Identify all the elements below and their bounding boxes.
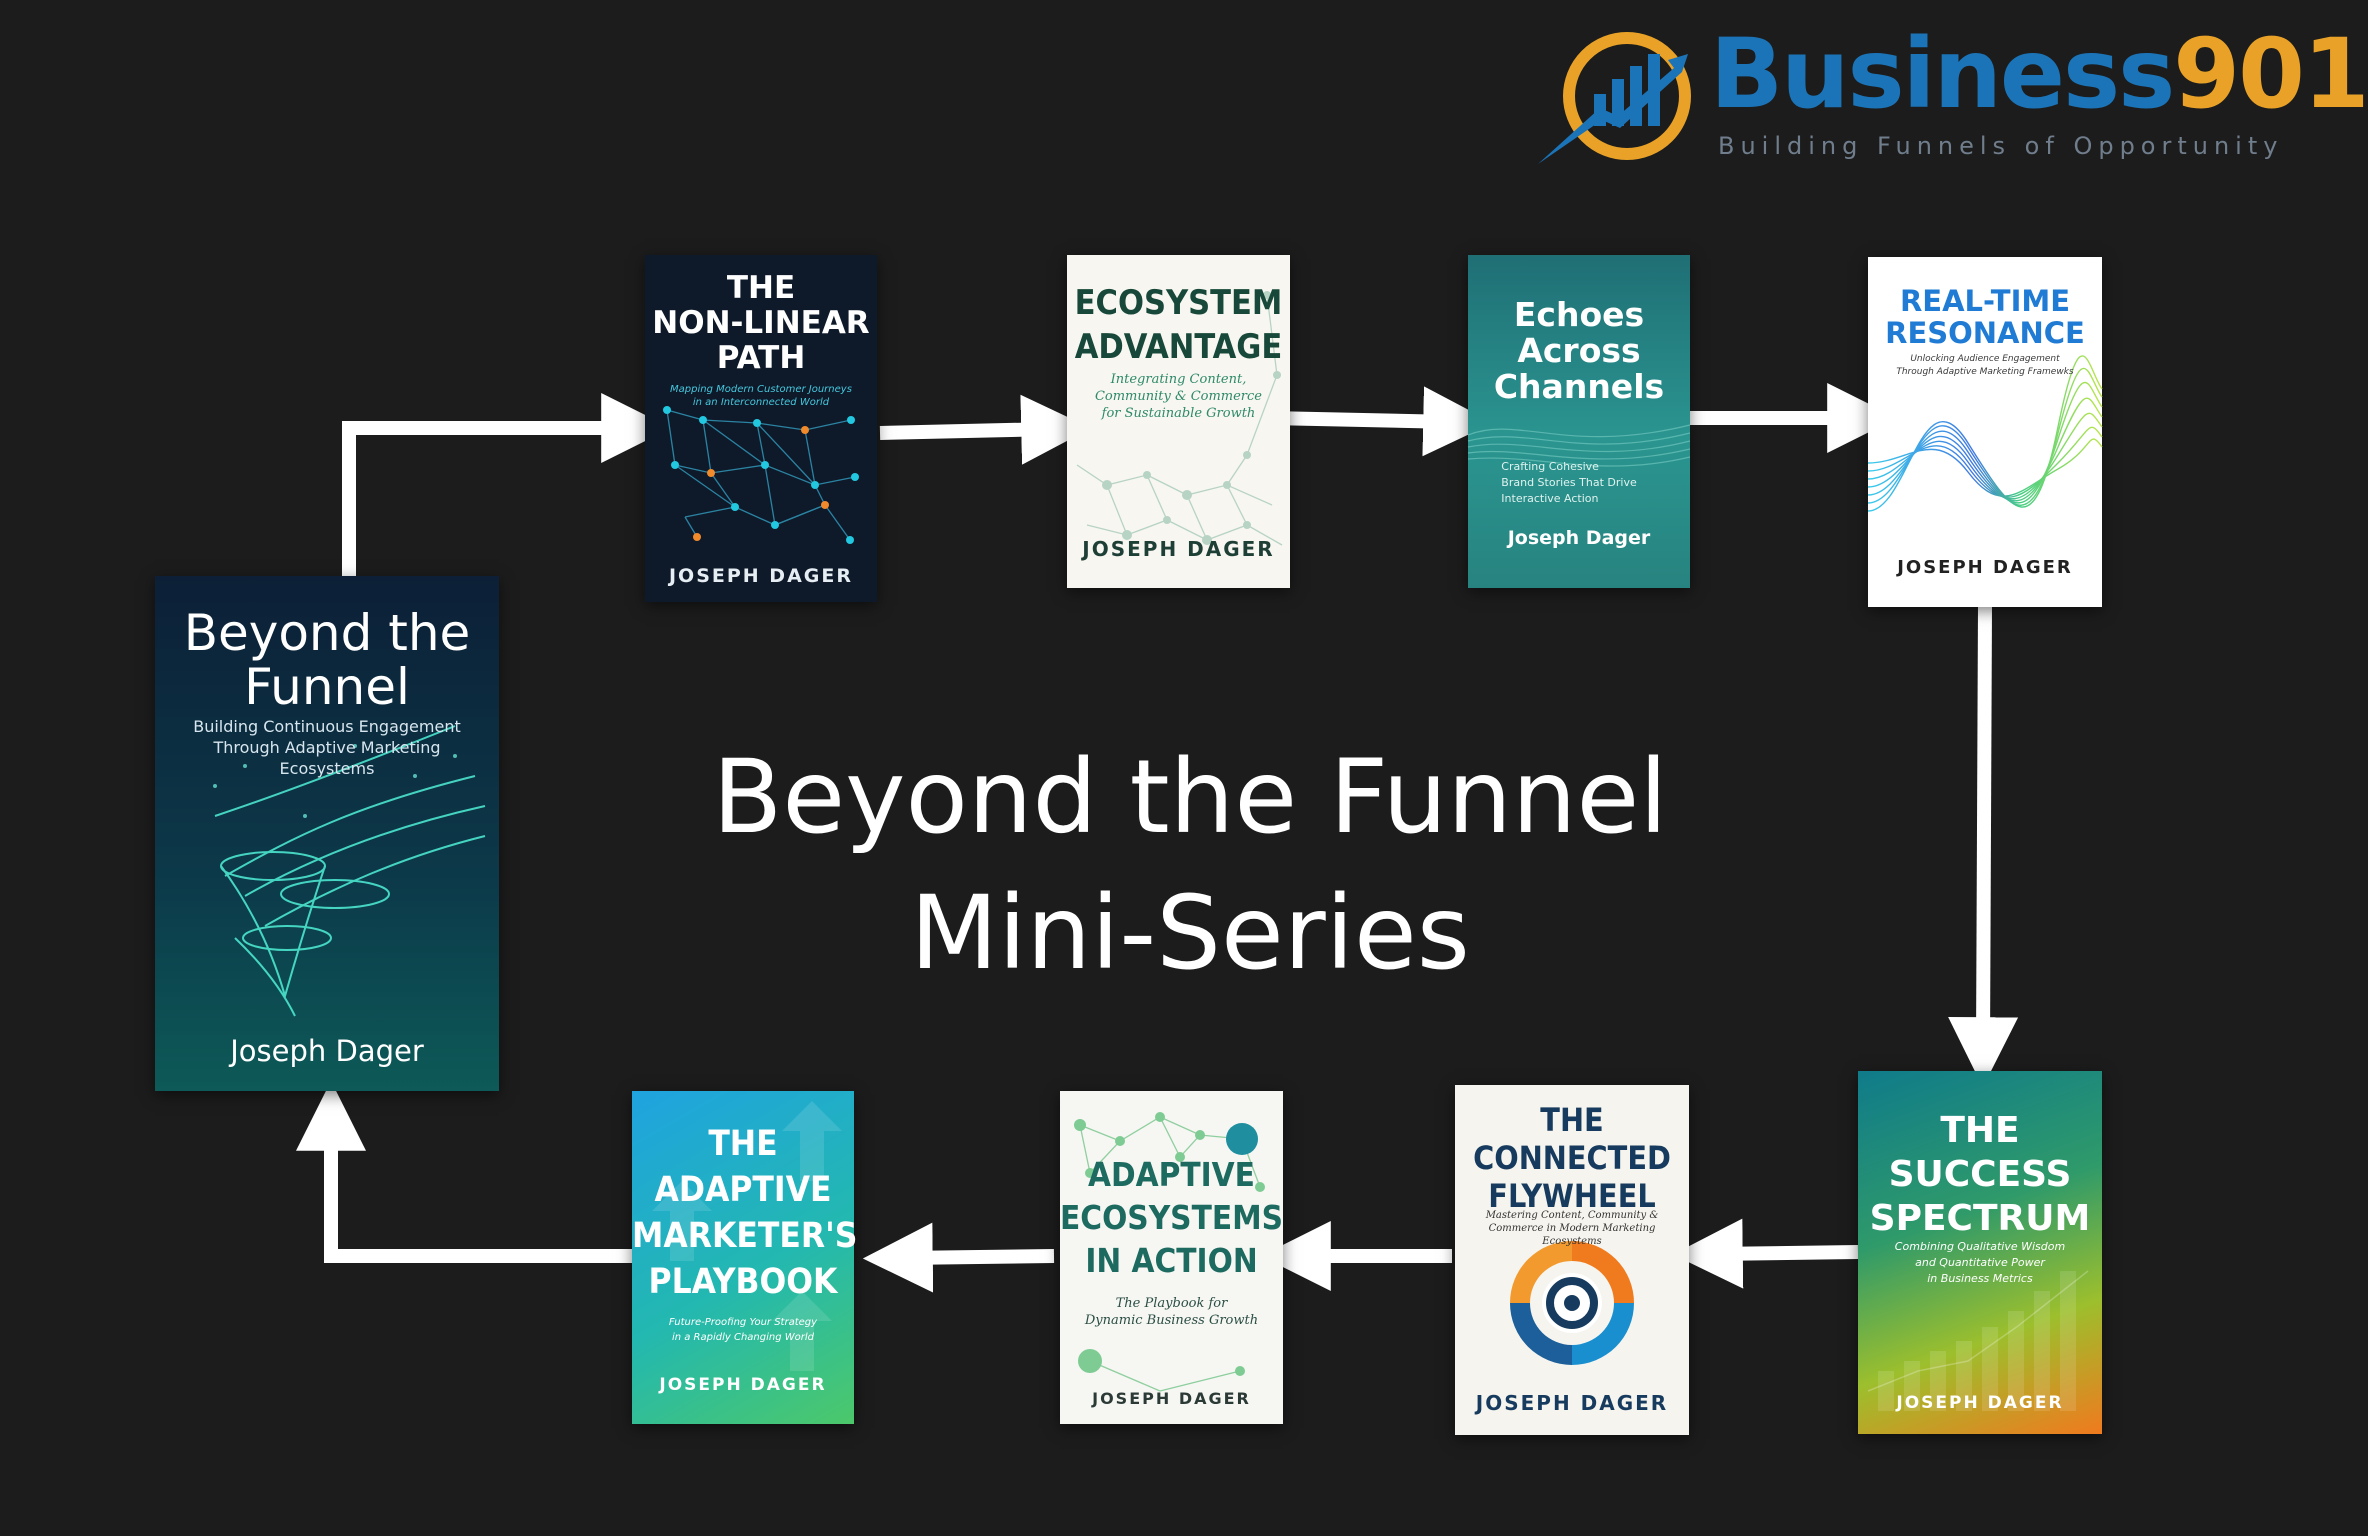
book-ecosystem-advantage[interactable]: ECOSYSTEM ADVANTAGE Integrating Content,… <box>1067 255 1290 588</box>
book-author: JOSEPH DAGER <box>668 565 853 587</box>
book-author: JOSEPH DAGER <box>1897 557 2073 578</box>
network-graph-icon <box>1074 1112 1265 1392</box>
flywheel-target-icon <box>1510 1241 1634 1365</box>
book-subtitle: Mapping Modern Customer Journeys in an I… <box>670 384 852 408</box>
book-the-connected-flywheel[interactable]: THE CONNECTED FLYWHEEL Mastering Content… <box>1455 1085 1689 1435</box>
book-title: THE CONNECTED FLYWHEEL <box>1473 1101 1671 1215</box>
book-beyond-the-funnel[interactable]: Beyond the Funnel Building Continuous En… <box>155 576 499 1091</box>
arrow-6-to-7 <box>1672 1218 1859 1289</box>
book-title: ADAPTIVE ECOSYSTEMS IN ACTION <box>1060 1155 1284 1280</box>
book-author: Joseph Dager <box>230 1034 424 1068</box>
book-author: JOSEPH DAGER <box>659 1375 827 1395</box>
book-adaptive-ecosystems-in-action[interactable]: ADAPTIVE ECOSYSTEMS IN ACTION The Playbo… <box>1060 1091 1283 1424</box>
book-subtitle: The Playbook for Dynamic Business Growth <box>1084 1296 1259 1328</box>
network-graph-icon <box>1076 291 1283 546</box>
book-title: THE NON-LINEAR PATH <box>652 270 870 376</box>
book-the-non-linear-path[interactable]: THE NON-LINEAR PATH Mapping Modern Custo… <box>645 255 877 602</box>
arrow-2-to-3 <box>879 394 1092 465</box>
series-title-line-1: Beyond the Funnel <box>712 738 1668 857</box>
flow-arrows <box>296 383 2019 1293</box>
book-author: JOSEPH DAGER <box>1082 537 1275 561</box>
book-subtitle: Building Continuous Engagement Through A… <box>193 717 461 778</box>
brand-name: Business901 <box>1710 18 2368 130</box>
funnel-illustration-icon <box>213 725 486 1017</box>
business901-logo: Business901 Building Funnels of Opportun… <box>1532 24 2368 174</box>
series-title-line-2: Mini-Series <box>910 874 1470 993</box>
brand-tagline: Building Funnels of Opportunity <box>1718 132 2284 160</box>
book-echoes-across-channels[interactable]: Echoes Across Channels Crafting Cohesive… <box>1467 255 1691 588</box>
book-title: THE SUCCESS SPECTRUM <box>1869 1110 2091 1239</box>
book-subtitle: Mastering Content, Community & Commerce … <box>1485 1210 1659 1247</box>
book-subtitle: Crafting Cohesive Brand Stories That Dri… <box>1501 460 1637 505</box>
book-subtitle: Future-Proofing Your Strategy in a Rapid… <box>668 1317 818 1343</box>
series-diagram: Business901 Building Funnels of Opportun… <box>155 24 2368 1435</box>
book-author: JOSEPH DAGER <box>1475 1391 1669 1415</box>
wave-illustration-icon <box>1467 424 1691 467</box>
book-subtitle: Integrating Content, Community & Commerc… <box>1094 372 1262 421</box>
arrow-3-to-4 <box>1269 386 1494 457</box>
book-title: Beyond the Funnel <box>183 604 471 716</box>
waveform-illustration-icon <box>1867 355 2103 512</box>
book-subtitle: Unlocking Audience Engagement Through Ad… <box>1896 354 2074 377</box>
series-title: Beyond the Funnel Mini-Series <box>620 730 1760 1002</box>
book-title: THE ADAPTIVE MARKETER'S PLAYBOOK <box>632 1124 858 1302</box>
book-title: REAL-TIME RESONANCE <box>1885 284 2085 350</box>
arrows-background-icon <box>652 1101 842 1371</box>
book-the-adaptive-marketers-playbook[interactable]: THE ADAPTIVE MARKETER'S PLAYBOOK Future-… <box>632 1091 858 1424</box>
arrow-5-to-6 <box>1948 605 2019 1088</box>
book-title: Echoes Across Channels <box>1493 295 1665 406</box>
book-real-time-resonance[interactable]: REAL-TIME RESONANCE Unlocking Audience E… <box>1867 257 2103 607</box>
growth-chart-logo-icon <box>1538 32 1691 164</box>
book-title: ECOSYSTEM ADVANTAGE <box>1074 283 1283 367</box>
book-author: JOSEPH DAGER <box>1092 1389 1251 1408</box>
book-author: JOSEPH DAGER <box>1896 1393 2064 1413</box>
book-author: Joseph Dager <box>1507 527 1651 549</box>
book-the-success-spectrum[interactable]: THE SUCCESS SPECTRUM Combining Qualitati… <box>1858 1071 2102 1434</box>
book-subtitle: Combining Qualitative Wisdom and Quantit… <box>1894 1240 2066 1285</box>
bar-growth-illustration-icon <box>1867 1270 2089 1411</box>
arrow-1-to-2 <box>342 393 672 578</box>
arrow-8-to-9 <box>862 1222 1055 1293</box>
network-graph-icon <box>663 406 859 544</box>
arrow-9-to-1 <box>296 1080 632 1263</box>
